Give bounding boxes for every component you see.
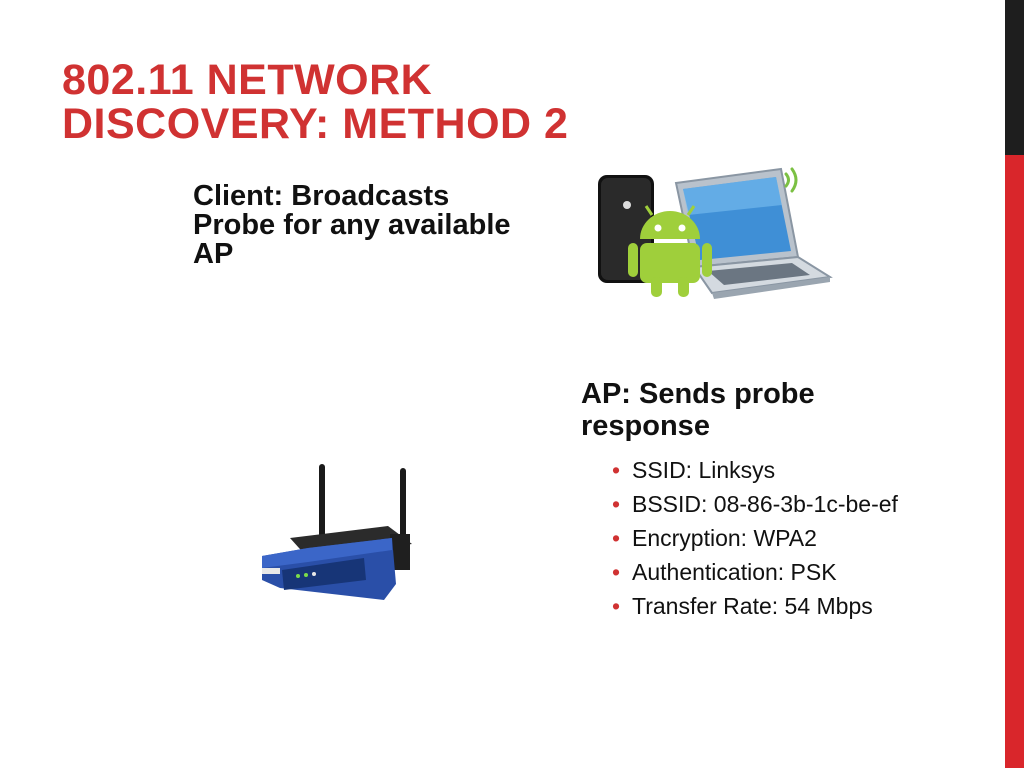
bullet-item-authentication: • Authentication: PSK bbox=[609, 560, 909, 584]
bullet-dot-icon: • bbox=[612, 491, 621, 517]
ap-response-heading: AP: Sends probe response bbox=[581, 378, 815, 442]
bullet-text: BSSID: 08-86-3b-1c-be-ef bbox=[632, 491, 898, 517]
bullet-text: Encryption: WPA2 bbox=[632, 525, 817, 551]
bullet-text: SSID: Linksys bbox=[632, 457, 776, 483]
slide-edge-bar bbox=[1005, 0, 1024, 768]
bullet-item-transfer-rate: • Transfer Rate: 54 Mbps bbox=[609, 594, 909, 618]
client-probe-text: Client: Broadcasts Probe for any availab… bbox=[193, 180, 511, 270]
bullet-dot-icon: • bbox=[612, 525, 621, 551]
client-devices-illustration bbox=[598, 167, 833, 299]
bullet-dot-icon: • bbox=[612, 559, 621, 585]
wireless-router-icon bbox=[262, 464, 412, 600]
bullet-dot-icon: • bbox=[612, 457, 621, 483]
slide-title-line2: DISCOVERY: METHOD 2 bbox=[62, 100, 569, 148]
wifi-signal-icon bbox=[784, 167, 798, 193]
laptop-icon bbox=[674, 167, 833, 299]
bullet-item-encryption: • Encryption: WPA2 bbox=[609, 526, 909, 550]
bullet-text: Transfer Rate: 54 Mbps bbox=[632, 593, 873, 619]
bullet-item-ssid: • SSID: Linksys bbox=[609, 458, 909, 482]
android-icon bbox=[628, 205, 712, 297]
slide-title-line1: 802.11 NETWORK bbox=[62, 56, 433, 104]
bullet-dot-icon: • bbox=[612, 593, 621, 619]
bullet-text: Authentication: PSK bbox=[632, 559, 837, 585]
probe-response-details: • SSID: Linksys • BSSID: 08-86-3b-1c-be-ef… bbox=[609, 458, 909, 628]
slide-edge-bar-dark bbox=[1005, 0, 1024, 155]
bullet-item-bssid: • BSSID: 08-86-3b-1c-be-ef bbox=[609, 492, 909, 516]
slide-title: 802.11 NETWORK DISCOVERY: METHOD 2 bbox=[62, 58, 568, 146]
